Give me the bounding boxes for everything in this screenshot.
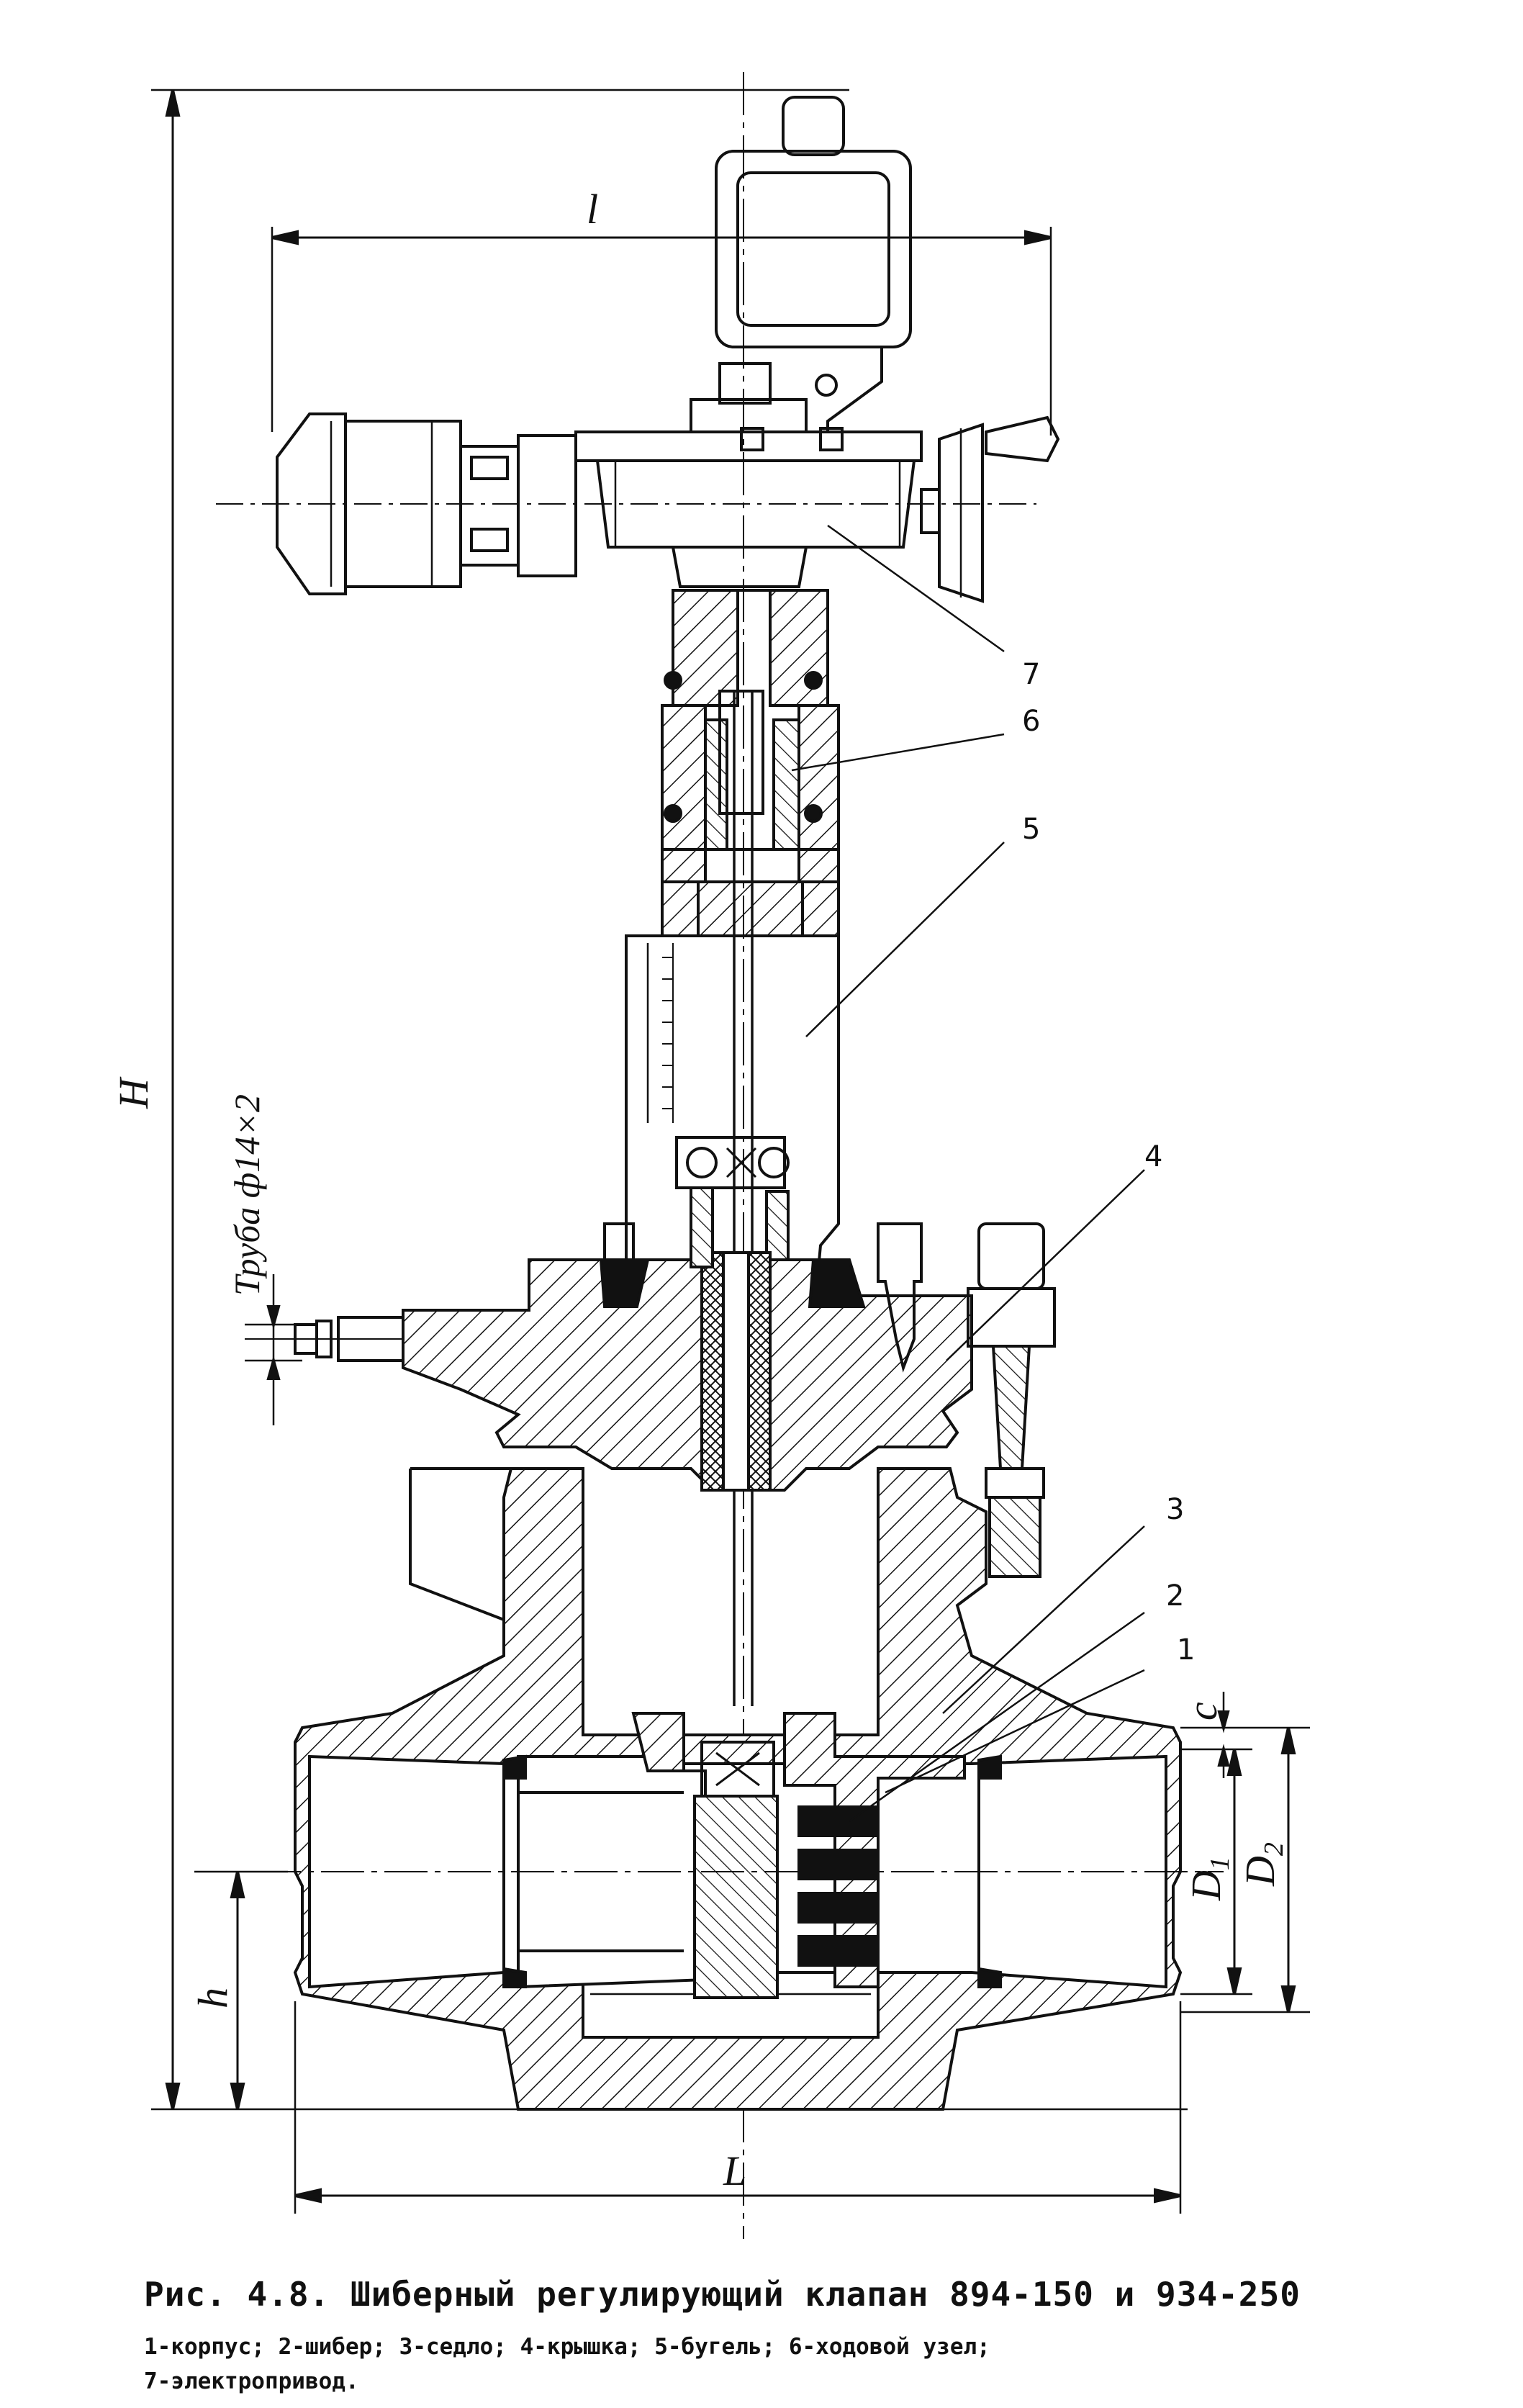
svg-text:D1: D1 [1183,1857,1235,1901]
electric-motor [276,412,577,595]
handwheel [920,415,1060,603]
callout-1: 1 [1177,1633,1195,1667]
callout-7: 7 [1022,658,1040,691]
callout-4: 4 [1144,1140,1162,1173]
callout-6: 6 [1022,705,1040,738]
callout-3: 3 [1166,1493,1184,1526]
dimension-l [271,227,1052,436]
cover [245,1186,973,1492]
dimension-pipe [245,1274,302,1425]
dimension-h [194,1870,288,2110]
dimension-L [294,2001,1182,2214]
callout-5: 5 [1022,813,1040,846]
dimension-D2 [1180,1726,1310,2014]
dimension-c [1217,1692,1230,1778]
label-D2: D2 [1237,1842,1289,1887]
bolt-stud [967,1222,1056,1578]
dimension-D1 [1180,1748,1252,1996]
actuator-top-box [690,96,912,433]
caption-title: Рис. 4.8. Шиберный регулирующий клапан 8… [144,2275,1301,2314]
svg-text:D2: D2 [1237,1842,1289,1887]
label-c: c [1179,1702,1226,1721]
caption-legend: 1-корпус; 2-шибер; 3-седло; 4-крышка; 5-… [144,2334,990,2394]
callout-2: 2 [1166,1579,1184,1613]
running-node [661,589,840,937]
figure-caption: Рис. 4.8. Шиберный регулирующий клапан 8… [144,2275,1497,2399]
label-h: h [189,1988,236,2008]
leader-lines [791,524,1145,1823]
label-L: L [723,2147,746,2194]
label-l: l [587,186,598,233]
label-H: H [110,1076,157,1109]
label-D1: D1 [1183,1857,1235,1901]
gate [693,1741,880,1999]
label-pipe: Труба ф14×2 [227,1094,267,1296]
gearbox [574,427,923,588]
body [293,1467,1183,2111]
